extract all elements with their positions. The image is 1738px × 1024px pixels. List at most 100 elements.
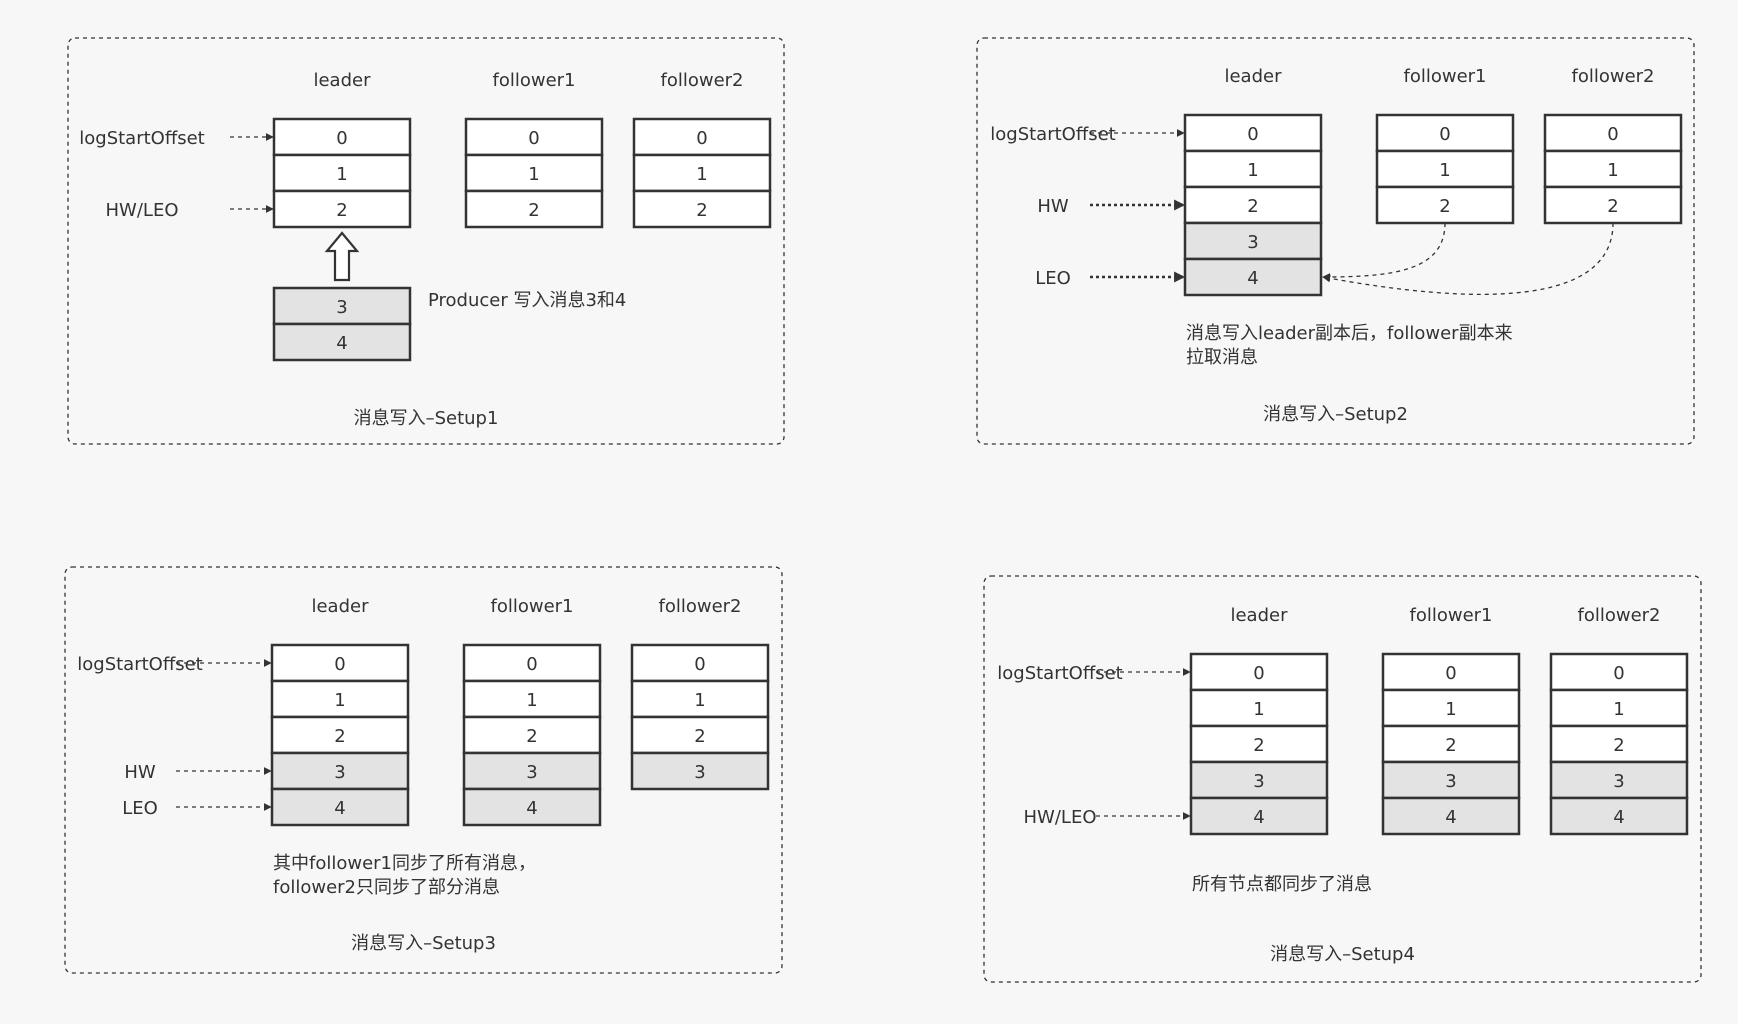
pointer-label: LEO (122, 798, 158, 819)
log-cell (1189, 688, 1329, 728)
push-up-arrow-icon (324, 231, 360, 282)
log-offset-label: 3 (694, 762, 705, 783)
pointer-label: HW/LEO (106, 200, 179, 221)
log-cell (1381, 724, 1521, 764)
log-offset-label: 1 (1607, 160, 1618, 181)
log-offset-label: 0 (336, 128, 347, 149)
log-offset-label: 3 (1247, 232, 1258, 253)
column-label-leader: leader (1230, 605, 1288, 626)
panel-frame (67, 37, 785, 445)
column-label-follower1: follower1 (1409, 605, 1492, 626)
panel-frame (983, 575, 1702, 983)
pointer-label: logStartOffset (990, 124, 1116, 145)
log-cell (464, 189, 604, 229)
log-cell (1183, 113, 1323, 153)
log-cell (462, 643, 602, 683)
panel-note: 消息写入leader副本后，follower副本来 (1186, 323, 1513, 344)
panel-caption: 消息写入–Setup3 (351, 933, 496, 954)
log-cell (270, 643, 410, 683)
panel-note: 拉取消息 (1186, 347, 1258, 368)
panel-caption: 消息写入–Setup2 (1263, 404, 1408, 425)
log-cell (1381, 688, 1521, 728)
log-cell (462, 751, 602, 791)
column-label-follower1: follower1 (490, 596, 573, 617)
log-offset-label: 1 (1439, 160, 1450, 181)
log-offset-label: 1 (1613, 699, 1624, 720)
panel-setup2: leader01234follower1012follower2012logSt… (976, 37, 1695, 445)
pointer-label: logStartOffset (79, 128, 205, 149)
log-cell (270, 715, 410, 755)
column-label-leader: leader (1224, 66, 1282, 87)
log-offset-label: 1 (526, 690, 537, 711)
log-offset-label: 2 (1439, 196, 1450, 217)
log-offset-label: 2 (1253, 735, 1264, 756)
log-offset-label: 4 (1445, 807, 1456, 828)
panel-note: Producer 写入消息3和4 (428, 290, 626, 311)
log-offset-label: 0 (334, 654, 345, 675)
log-offset-label: 1 (334, 690, 345, 711)
log-offset-label: 0 (1445, 663, 1456, 684)
log-offset-label: 3 (334, 762, 345, 783)
log-cell (1183, 149, 1323, 189)
incoming-cell (272, 322, 412, 362)
fetch-arrow-follower1 (1322, 222, 1446, 281)
log-offset-label: 1 (528, 164, 539, 185)
log-offset-label: 2 (528, 200, 539, 221)
column-label-follower2: follower2 (1577, 605, 1660, 626)
log-cell (1549, 688, 1689, 728)
log-offset-label: 0 (1607, 124, 1618, 145)
log-offset-label: 0 (528, 128, 539, 149)
log-offset-label: 1 (1247, 160, 1258, 181)
log-offset-label: 1 (696, 164, 707, 185)
incoming-offset-label: 4 (336, 333, 347, 354)
incoming-cell (272, 286, 412, 326)
log-offset-label: 2 (1247, 196, 1258, 217)
column-label-follower2: follower2 (658, 596, 741, 617)
log-cell (462, 787, 602, 827)
log-offset-label: 4 (1247, 268, 1258, 289)
log-offset-label: 1 (1253, 699, 1264, 720)
log-offset-label: 0 (526, 654, 537, 675)
log-cell (1189, 796, 1329, 836)
log-offset-label: 4 (526, 798, 537, 819)
log-offset-label: 2 (1613, 735, 1624, 756)
log-offset-label: 0 (696, 128, 707, 149)
column-label-leader: leader (313, 70, 371, 91)
panel-setup4: leader01234follower101234follower201234l… (983, 575, 1702, 983)
panel-setup1: leader012follower1012follower2012logStar… (67, 37, 785, 445)
panel-setup3: leader01234follower101234follower20123lo… (64, 566, 783, 974)
log-cell (632, 153, 772, 193)
pointer-label: HW (1037, 196, 1069, 217)
fetch-arrow-follower2 (1322, 222, 1614, 295)
pointer-label: logStartOffset (77, 654, 203, 675)
panel-frame (976, 37, 1695, 445)
log-cell (1381, 796, 1521, 836)
column-label-follower2: follower2 (660, 70, 743, 91)
log-cell (272, 189, 412, 229)
log-offset-label: 1 (336, 164, 347, 185)
log-cell (270, 679, 410, 719)
log-offset-label: 4 (1613, 807, 1624, 828)
log-offset-label: 1 (694, 690, 705, 711)
log-offset-label: 2 (694, 726, 705, 747)
log-cell (1543, 149, 1683, 189)
log-cell (630, 751, 770, 791)
log-offset-label: 4 (1253, 807, 1264, 828)
log-offset-label: 2 (526, 726, 537, 747)
incoming-offset-label: 3 (336, 297, 347, 318)
panel-frame (64, 566, 783, 974)
log-offset-label: 3 (526, 762, 537, 783)
log-offset-label: 4 (334, 798, 345, 819)
panel-caption: 消息写入–Setup4 (1270, 944, 1415, 965)
pointer-label: HW (124, 762, 156, 783)
log-cell (464, 117, 604, 157)
log-offset-label: 2 (334, 726, 345, 747)
log-offset-label: 1 (1445, 699, 1456, 720)
log-cell (462, 679, 602, 719)
log-offset-label: 0 (1247, 124, 1258, 145)
log-offset-label: 0 (1253, 663, 1264, 684)
column-label-leader: leader (311, 596, 369, 617)
log-cell (1549, 796, 1689, 836)
pointer-label: LEO (1035, 268, 1071, 289)
